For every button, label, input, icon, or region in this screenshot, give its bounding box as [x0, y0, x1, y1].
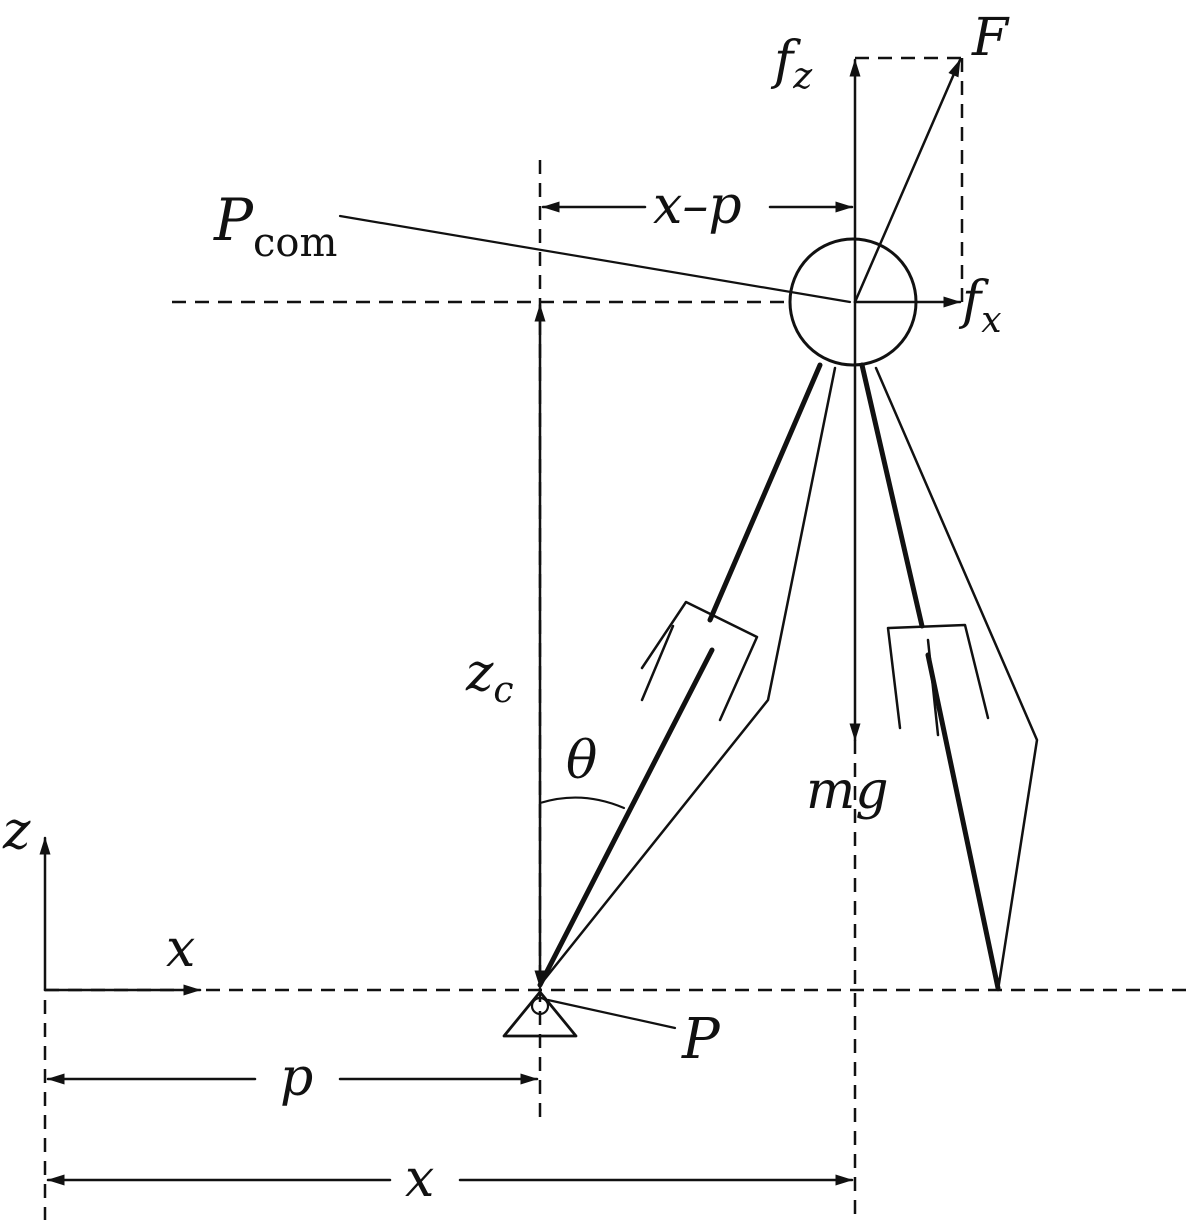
pcom-leader — [338, 214, 852, 304]
theta-arc — [538, 796, 626, 810]
com-mass-circle — [788, 237, 918, 367]
label-zc: zc — [465, 643, 514, 711]
label-theta: θ — [566, 731, 597, 791]
label-z-axis: z — [2, 801, 31, 861]
F-arrow — [853, 58, 962, 304]
label-x-axis: x — [166, 919, 195, 979]
label-p-dimension: p — [280, 1048, 313, 1108]
swing-leg — [859, 362, 1039, 992]
label-P: P — [681, 1007, 721, 1072]
label-fz: fz — [770, 31, 813, 97]
label-fx: fx — [958, 271, 1002, 341]
pivot-support — [502, 990, 677, 1038]
stance-leg — [537, 362, 837, 988]
label-x-minus-p: x–p — [653, 176, 742, 236]
label-mg: mg — [806, 761, 889, 821]
label-F: F — [971, 8, 1010, 68]
label-x-dimension: x — [405, 1149, 434, 1209]
label-pcom: Pcom — [213, 186, 337, 266]
